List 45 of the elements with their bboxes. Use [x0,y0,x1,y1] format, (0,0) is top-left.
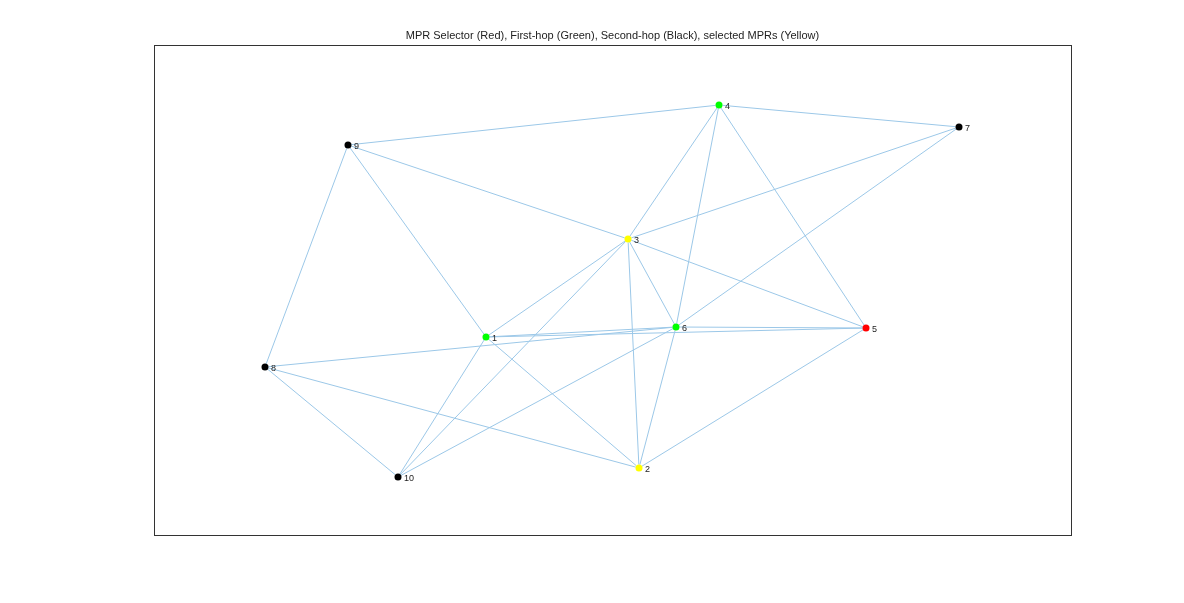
link-line [722,104,956,128]
node-number: 10 [404,473,414,483]
node-dot [261,363,269,371]
link-line [678,128,957,326]
node-number: 2 [645,464,650,474]
node-number: 9 [354,141,359,151]
node-number: 3 [634,235,639,245]
link-line [349,147,485,335]
link-line [350,145,626,239]
link-line [399,339,485,475]
link-line [627,242,640,465]
node-number: 5 [872,324,877,334]
node-number: 4 [725,101,730,111]
link-line [679,326,863,329]
link-line [351,104,716,146]
node-dot [672,323,680,331]
chart-title: MPR Selector (Red), First-hop (Green), Second-hop (Black), selected MPRs (Yellow) [404,29,821,41]
link-line [629,241,675,325]
link-line [267,368,396,476]
node-number: 1 [492,333,497,343]
link-line [268,326,673,368]
link-line [267,367,637,468]
node-dot [862,324,870,332]
link-line [630,239,864,328]
link-line [639,329,676,466]
node-dot [715,101,723,109]
link-line [676,107,719,325]
link-line [488,338,637,467]
node-dot [482,333,490,341]
link-line [720,107,865,326]
node-dot [344,141,352,149]
link-line [629,107,718,237]
node-dot [394,473,402,481]
link-line [641,329,864,467]
link-line [630,127,957,239]
node-dot [635,464,643,472]
link-line [488,240,626,336]
node-number: 8 [271,363,276,373]
link-line [400,328,674,476]
node-number: 7 [965,123,970,133]
node-dot [624,235,632,243]
node-number: 6 [682,323,687,333]
link-line [399,241,627,475]
link-line [265,147,348,365]
node-dot [955,123,963,131]
